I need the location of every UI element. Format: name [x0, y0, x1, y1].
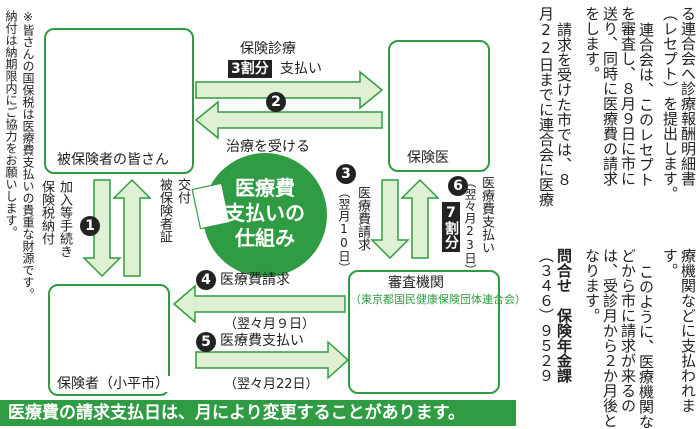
- step4-label: 医療費請求: [220, 272, 290, 288]
- article-col-14: なります。: [583, 248, 601, 323]
- arrow-step5: [195, 340, 350, 380]
- copay-top-label: 保険診療: [240, 41, 296, 57]
- review-box: [348, 270, 500, 394]
- step3-date: （翌月10日）: [337, 186, 351, 274]
- arrow-step6-up: [400, 178, 440, 259]
- insured-box: [44, 28, 194, 174]
- article-col-9: 療機関などに支払われま: [679, 248, 697, 413]
- step1-left-label: 加入等手続き: [57, 180, 72, 258]
- article-col-12: どから市に請求が来るの: [619, 248, 637, 413]
- step6-date: （翌々月23日）: [463, 176, 477, 276]
- step5-label: 医療費支払い: [220, 333, 304, 349]
- review-subtitle: （東京都国民健康保険団体連合会）: [350, 293, 526, 306]
- step3-label: 医療費請求: [355, 186, 370, 251]
- article-col-7: 請求を受けた市では、８: [555, 22, 573, 187]
- step1-left-label2: 保険税納付: [39, 180, 54, 245]
- step6-label: 医療費支払い: [479, 176, 494, 254]
- note-line1: ※皆さんの国保税は医療費支払いの貴重な財源です。: [21, 10, 35, 300]
- center-title: 医療費 支払いの 仕組み: [203, 176, 327, 251]
- article-col-1: る連合会へ診療報酬明細書: [679, 6, 697, 186]
- article-col-11: このように、医療機関な: [637, 264, 655, 429]
- center-title-line2: 支払いの: [225, 201, 305, 225]
- step1-right-label2: 交付: [175, 178, 190, 204]
- article-col-16: （３４６）９５２９: [537, 248, 555, 383]
- article-col-15: 問合せ 保険年金課: [555, 248, 573, 383]
- note-line2: 納付は納期限内にご協力をお願いします。: [4, 10, 18, 238]
- insurance-card: [191, 182, 231, 230]
- arrow-step1-down: [82, 179, 122, 278]
- step6-pill: 7割分: [442, 202, 460, 252]
- treatment-label: 治療を受ける: [226, 139, 310, 155]
- step5-date: （翌々月22日）: [224, 377, 319, 392]
- copay-pill: 3割分: [228, 60, 272, 78]
- arrow-step3-down: [370, 179, 410, 260]
- center-circle: [203, 153, 327, 277]
- step1-badge: 1: [80, 216, 100, 236]
- copay-tail-label: 支払い: [280, 61, 322, 77]
- arrow-treatment: [194, 100, 383, 140]
- doctor-label: 保険医: [404, 150, 452, 166]
- arrow-copay: [195, 70, 384, 110]
- step3-badge: 3: [336, 164, 356, 184]
- arrow-step1-up: [112, 178, 152, 277]
- article-col-3: 連合会は、このレセプト: [637, 22, 655, 187]
- center-title-line1: 医療費: [235, 176, 295, 200]
- insurer-label: 保険者（小平市）: [54, 376, 172, 392]
- step1-right-label: 被保険者証: [157, 178, 172, 243]
- insured-label: 被保険者の皆さん: [54, 152, 172, 168]
- article-col-13: は、受診月から２か月後と: [601, 248, 619, 428]
- step6-badge: 6: [448, 176, 468, 196]
- step4-date: （翌々月９日）: [224, 317, 316, 332]
- review-title: 審査機関: [388, 275, 444, 291]
- step2-badge: 2: [266, 92, 286, 112]
- step4-badge: 4: [196, 270, 216, 290]
- article-col-5: 送り、同時に医療費の請求: [601, 6, 619, 186]
- article-col-6: をします。: [583, 6, 601, 81]
- schedule-banner: 医療費の請求支払日は、月により変更することがあります。: [0, 400, 516, 426]
- step5-badge: 5: [196, 332, 216, 352]
- center-title-line3: 仕組み: [235, 226, 295, 250]
- article-col-10: す。: [661, 248, 679, 278]
- article-col-2: （レセプト）を提出します。: [661, 6, 679, 201]
- article-col-4: を審査し、８月９日に市に: [619, 6, 637, 186]
- article-col-8: 月22日までに連合会に医療: [537, 6, 555, 207]
- arrow-step4: [172, 284, 346, 324]
